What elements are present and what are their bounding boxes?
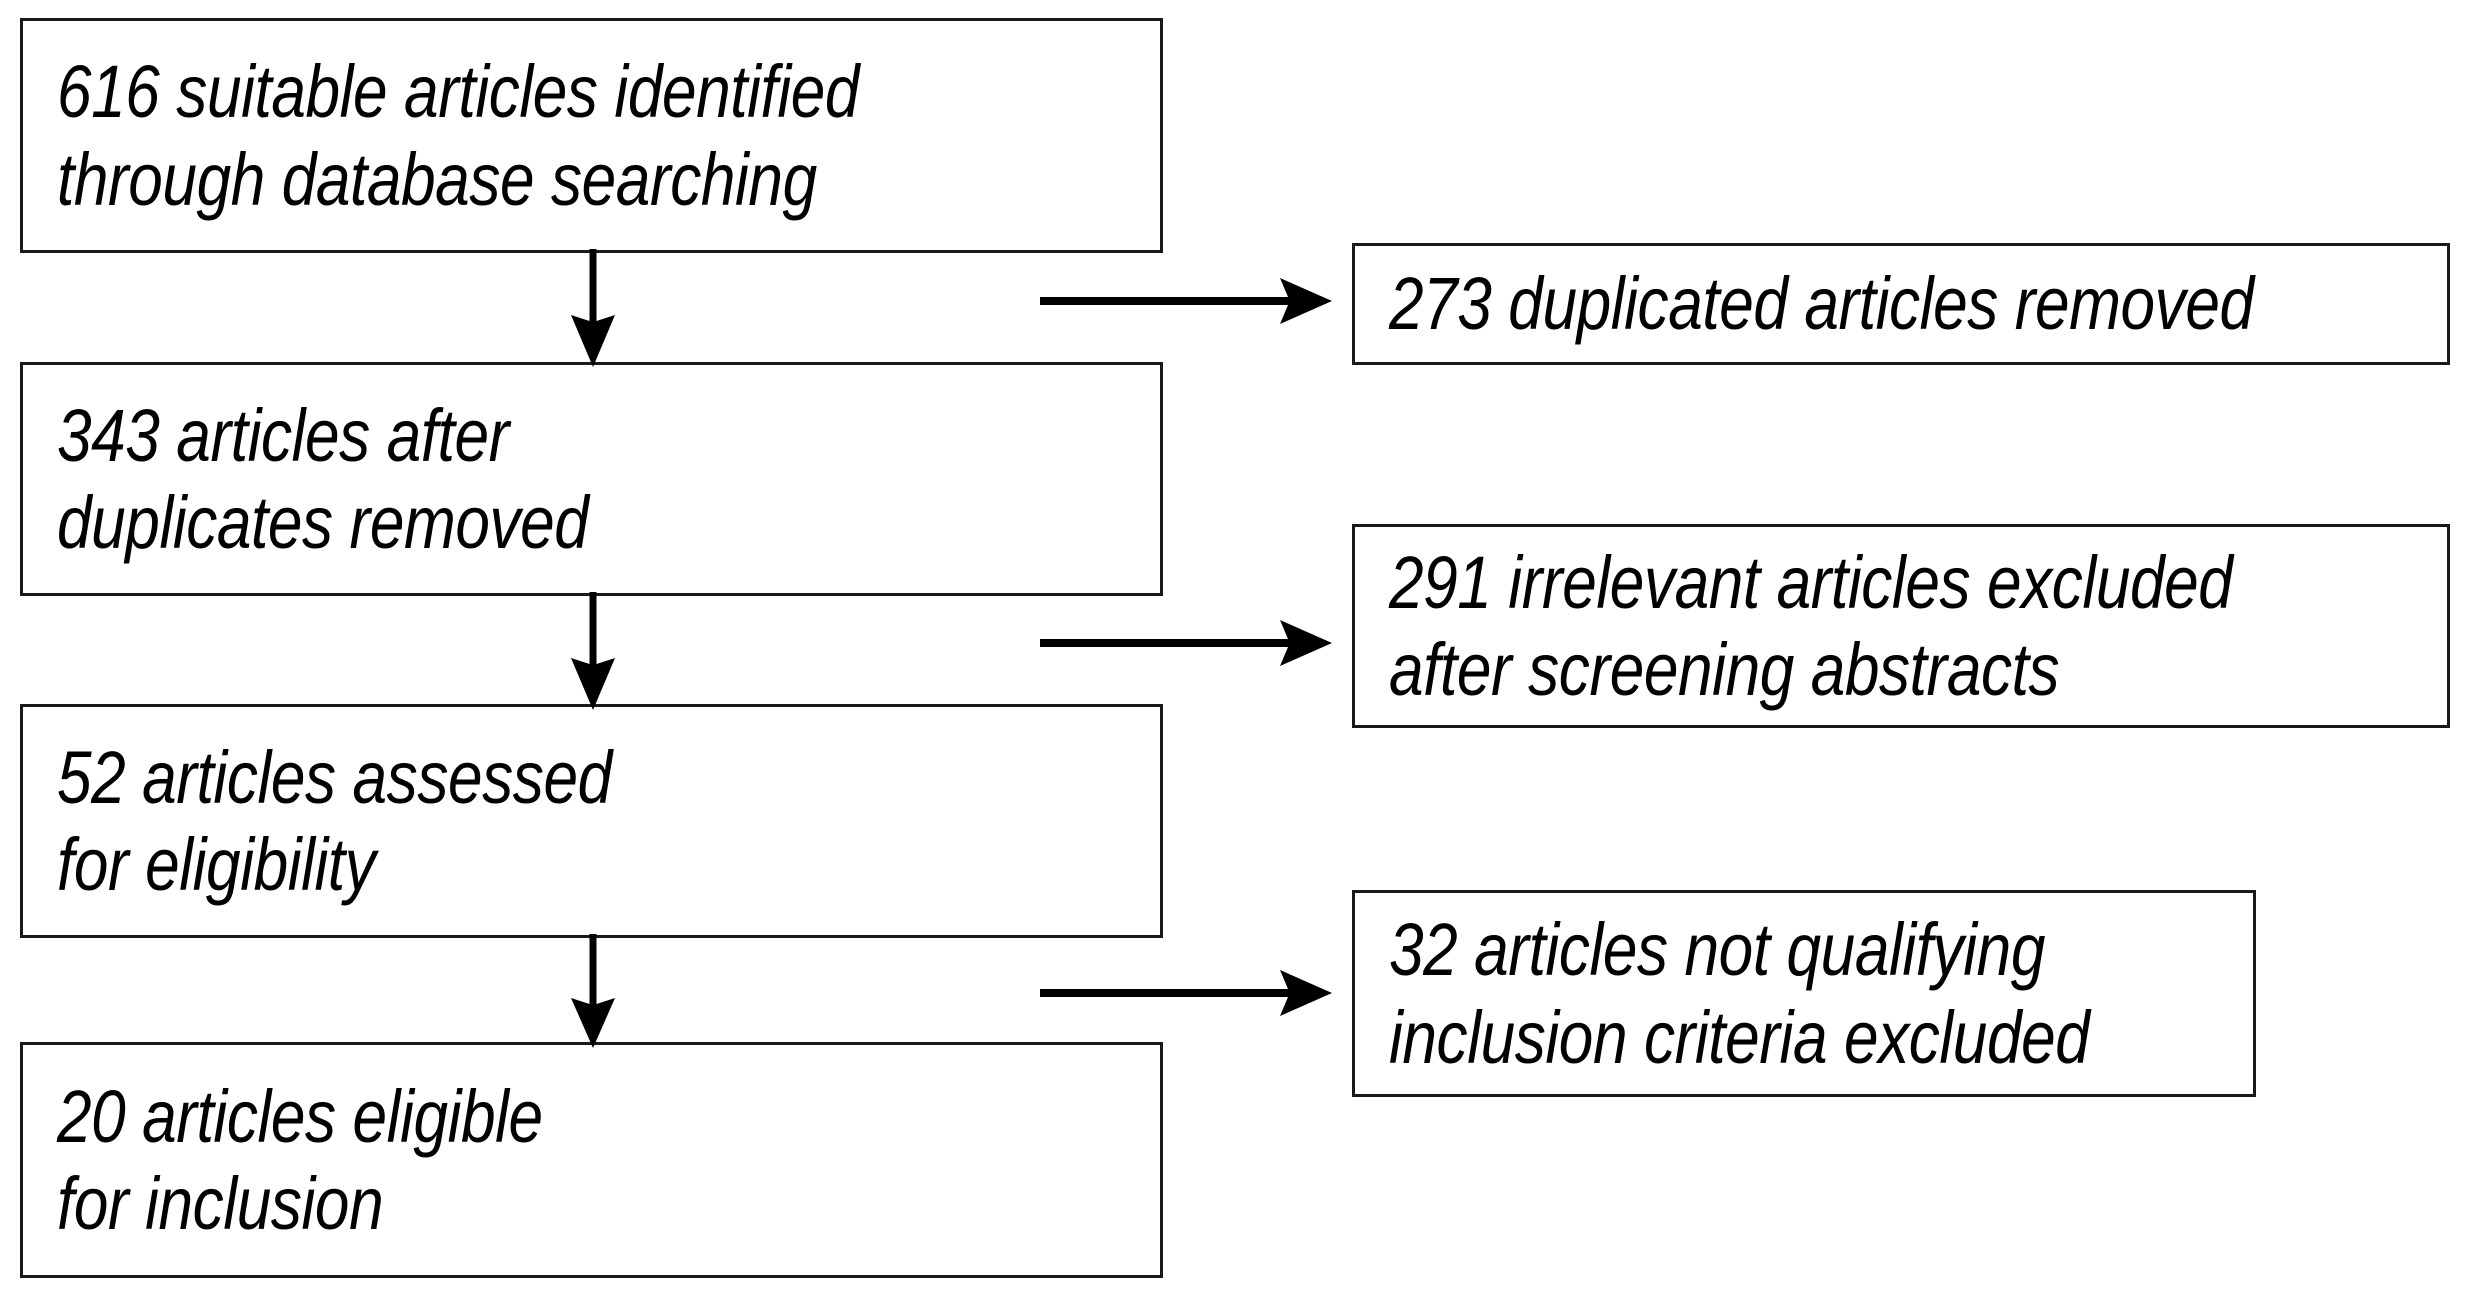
arrow-down-icon bbox=[568, 934, 618, 1048]
arrow-down-icon bbox=[568, 592, 618, 710]
flow-box-not-qualifying: 32 articles not qualifying inclusion cri… bbox=[1352, 890, 2256, 1097]
flow-box-after-duplicates-line-2: duplicates removed bbox=[57, 481, 589, 564]
flow-box-after-duplicates: 343 articles after duplicates removed bbox=[20, 362, 1163, 596]
flow-box-irrelevant-excluded-line-1: 291 irrelevant articles excluded bbox=[1389, 540, 2233, 624]
flow-box-not-qualifying-line-2: inclusion criteria excluded bbox=[1389, 995, 2090, 1079]
flow-box-duplicates-removed: 273 duplicated articles removed bbox=[1352, 243, 2450, 365]
flow-box-assessed: 52 articles assessed for eligibility bbox=[20, 704, 1163, 938]
flow-box-not-qualifying-line-1: 32 articles not qualifying bbox=[1389, 908, 2045, 992]
flow-box-assessed-line-2: for eligibility bbox=[57, 823, 376, 906]
flow-box-irrelevant-excluded: 291 irrelevant articles excluded after s… bbox=[1352, 524, 2450, 728]
flow-box-duplicates-removed-line-1: 273 duplicated articles removed bbox=[1389, 262, 2254, 346]
arrow-down-icon bbox=[568, 249, 618, 367]
arrow-right-icon bbox=[1040, 272, 1332, 330]
arrow-right-icon bbox=[1040, 964, 1332, 1022]
flow-box-identified-line-1: 616 suitable articles identified bbox=[57, 50, 860, 134]
flow-box-eligible-line-1: 20 articles eligible bbox=[57, 1074, 543, 1158]
flow-box-after-duplicates-line-1: 343 articles after bbox=[57, 393, 509, 477]
flow-box-identified: 616 suitable articles identified through… bbox=[20, 18, 1163, 253]
flow-box-eligible-line-2: for inclusion bbox=[57, 1162, 384, 1245]
flow-box-assessed-line-1: 52 articles assessed bbox=[57, 735, 612, 819]
flow-box-irrelevant-excluded-line-2: after screening abstracts bbox=[1389, 628, 2060, 711]
arrow-right-icon bbox=[1040, 614, 1332, 672]
flow-box-eligible: 20 articles eligible for inclusion bbox=[20, 1042, 1163, 1278]
flow-box-identified-line-2: through database searching bbox=[57, 137, 817, 221]
